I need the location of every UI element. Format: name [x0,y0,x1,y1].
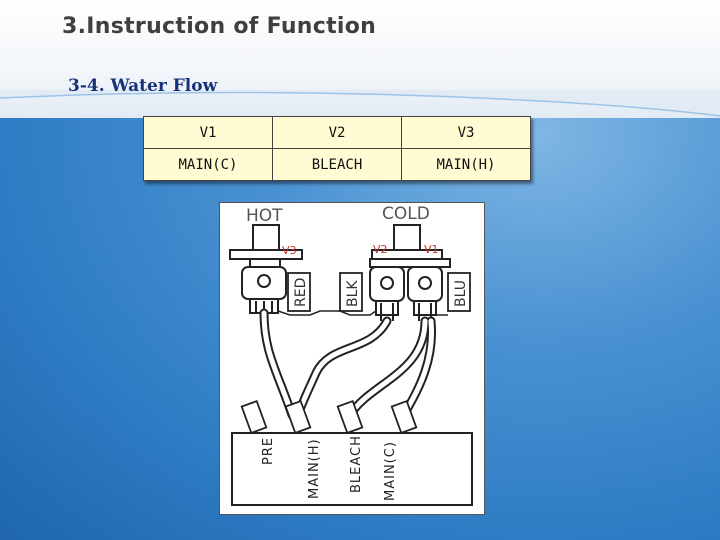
cold-double-valve [369,224,451,321]
valve-v2-label: V2 [373,243,388,256]
outlet-main-h-label: MAIN(H) [307,438,322,499]
wire-terminals [287,272,471,312]
table-cell: MAIN(C) [143,148,273,181]
table-cell: V1 [143,116,273,149]
hose-couplers [240,399,418,435]
outlet-main-c-label: MAIN(C) [383,441,398,501]
red-wire-label: RED [293,278,309,307]
blk-wire-label: BLK [345,280,361,307]
wire-labels: RED BLK BLU [293,278,469,307]
outlet-pre-label: PRE [261,437,276,465]
blu-wire-label: BLU [453,280,469,307]
valve-v1-label: V1 [424,243,439,256]
detergent-dispenser-box [231,432,473,506]
wire-harness [277,310,377,316]
table-cell: BLEACH [272,148,402,181]
table-row: MAIN(C) BLEACH MAIN(H) [143,148,531,181]
table-cell: V2 [272,116,402,149]
table-cell: V3 [401,116,531,149]
cold-label: COLD [382,204,430,224]
valve-mapping-table: V1 V2 V3 MAIN(C) BLEACH MAIN(H) [143,116,531,181]
outlet-bleach-label: BLEACH [349,435,364,493]
hoses [259,308,437,420]
table-cell: MAIN(H) [401,148,531,181]
hot-label: HOT [246,206,283,226]
table-row: V1 V2 V3 [143,116,531,149]
page-title: 3.Instruction of Function [62,14,377,39]
outlet-labels: PRE MAIN(H) BLEACH MAIN(C) [261,435,398,501]
valve-v3-label: V3 [282,244,297,257]
header-wave [0,90,720,117]
section-subtitle: 3-4. Water Flow [68,76,218,96]
valve-hose-drawing: HOT COLD [229,204,473,506]
water-flow-diagram: HOT COLD [219,202,485,515]
